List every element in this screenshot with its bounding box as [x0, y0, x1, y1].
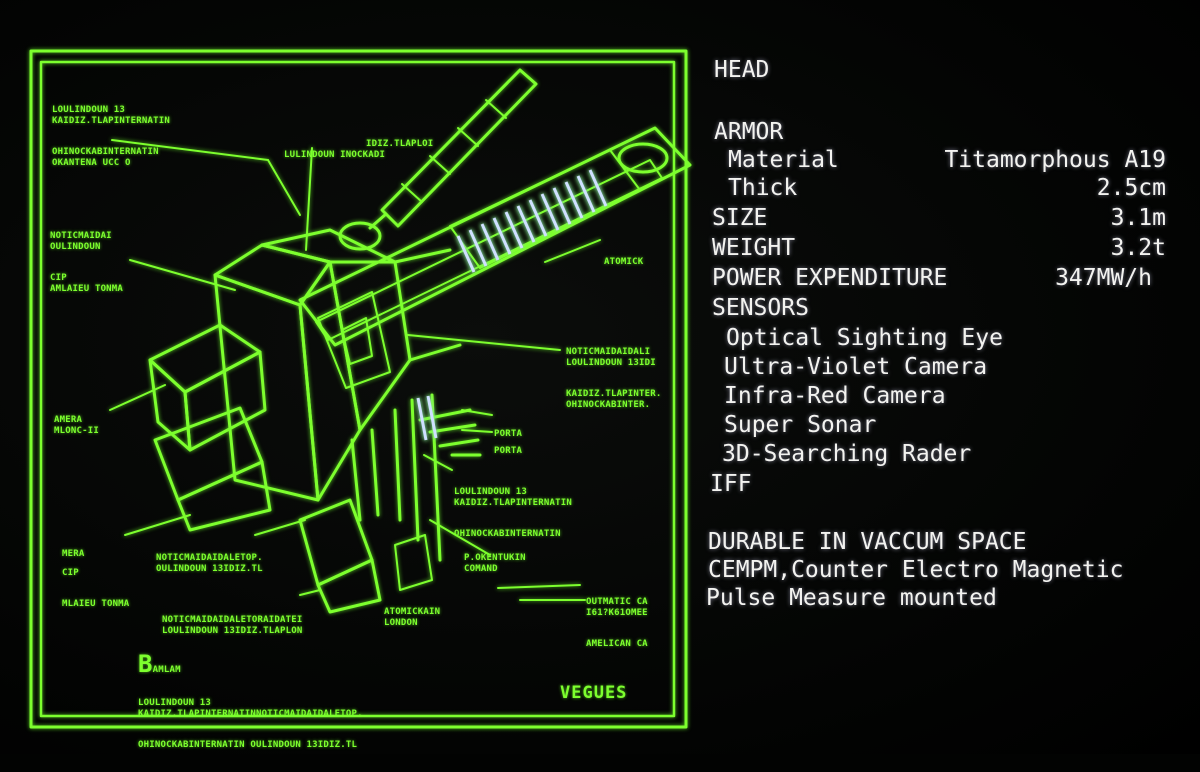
note-line: Pulse Measure mounted: [706, 585, 997, 611]
power-value: 347MW/h: [1055, 265, 1152, 291]
weight-value: 3.2t: [1110, 235, 1166, 261]
label-initial-b: B: [138, 650, 153, 678]
sensor-item: 3D-Searching Rader: [722, 441, 972, 467]
spec-sheet: HEAD ARMOR Material Titamorphous A19 Thi…: [706, 56, 1166, 616]
size-value: 3.1m: [1110, 205, 1166, 231]
sensor-item: Infra-Red Camera: [724, 383, 946, 409]
material-label: Material: [728, 147, 839, 173]
note-line: DURABLE IN VACCUM SPACE: [708, 529, 1027, 555]
thick-label: Thick: [728, 175, 798, 201]
note-line: CEMPM,Counter Electro Magnetic: [708, 557, 1124, 583]
barrel-stripes: [416, 169, 608, 441]
thick-value: 2.5cm: [1096, 175, 1166, 201]
label-atomick: ATOMICK: [604, 257, 644, 267]
power-label: POWER EXPENDITURE: [712, 265, 948, 291]
antenna: [338, 68, 538, 251]
outer-frame: [29, 49, 688, 729]
sensor-item: Super Sonar: [724, 412, 877, 438]
inner-frame: [39, 60, 676, 718]
sensor-item: Optical Sighting Eye: [726, 325, 1003, 351]
section-head: HEAD: [714, 57, 770, 83]
leader-lines: [109, 139, 601, 601]
iff-label: IFF: [710, 471, 752, 497]
section-sensors: SENSORS: [712, 295, 809, 321]
lower-mechanism: [298, 393, 482, 614]
section-armor: ARMOR: [714, 119, 784, 145]
label-lower-mid: NOTICMAIDAIDALETOP.OULINDOUN 13IDIZ.TL: [156, 553, 263, 574]
camera-box: [148, 323, 272, 532]
weight-label: WEIGHT: [712, 235, 796, 261]
size-label: SIZE: [712, 205, 768, 231]
artist-signature: VEGUES: [560, 683, 628, 703]
material-value: Titamorphous A19: [944, 147, 1166, 173]
diagram-svg: [29, 49, 692, 729]
sensor-item: Ultra-Violet Camera: [724, 354, 988, 380]
